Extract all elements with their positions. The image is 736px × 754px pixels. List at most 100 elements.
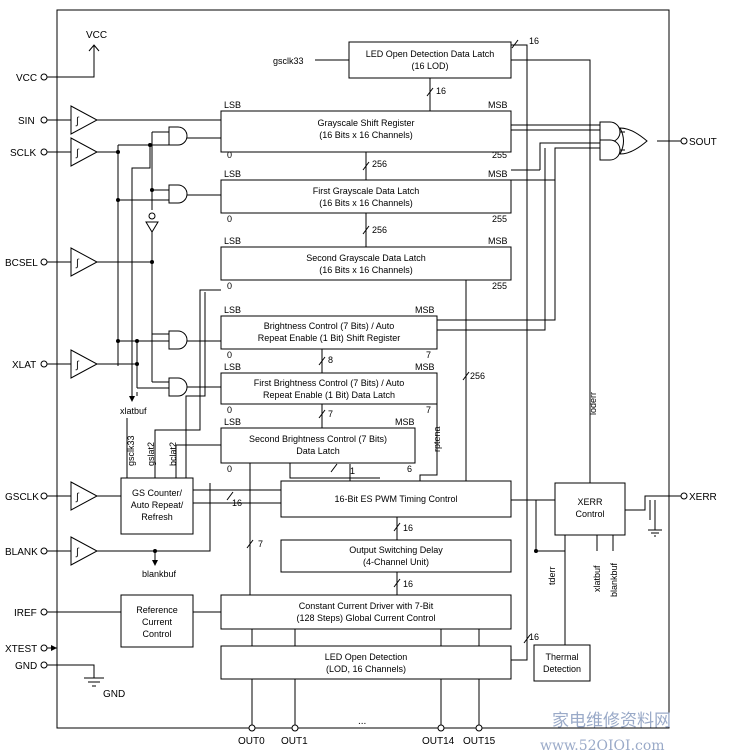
svg-text:∫: ∫ — [75, 547, 80, 558]
svg-text:MSB: MSB — [415, 305, 435, 315]
gs-latch1-block — [220, 179, 512, 214]
svg-text:BLANK: BLANK — [5, 547, 38, 558]
bc-latch1-block — [220, 372, 438, 405]
svg-text:256: 256 — [470, 371, 485, 381]
signal-labels: gsclk33 xlatbuf blankbuf gsclk33 gslat2 … — [120, 56, 619, 597]
svg-text:www.52OIOI.com: www.52OIOI.com — [540, 738, 665, 754]
gs-latch2-block — [220, 246, 512, 281]
svg-text:blankbuf: blankbuf — [609, 562, 619, 597]
svg-text:∫: ∫ — [75, 116, 80, 127]
svg-text:16: 16 — [232, 498, 242, 508]
svg-text:Second Grayscale Data Latch: Second Grayscale Data Latch — [306, 253, 426, 263]
thermal-block — [533, 644, 591, 682]
svg-text:MSB: MSB — [488, 100, 508, 110]
svg-text:LED Open Detection: LED Open Detection — [325, 652, 408, 662]
and-gate-bc-latch — [168, 377, 188, 397]
svg-text:gsclk33: gsclk33 — [273, 56, 304, 66]
and-gate-sout-1 — [599, 121, 621, 143]
bus-width-labels: 16 16 256 256 8 7 256 16 7 16 16 16 1 — [232, 36, 539, 642]
svg-text:(128 Steps) Global Current Con: (128 Steps) Global Current Control — [296, 613, 435, 623]
ref-block — [120, 594, 194, 648]
and-gate-sout-2 — [599, 139, 621, 161]
svg-text:rptena: rptena — [432, 426, 442, 452]
schmitt-buffers: ∫ ∫ ∫ ∫ ∫ ∫ — [70, 105, 99, 566]
gsclk-buffer: ∫ — [70, 481, 99, 511]
svg-text:256: 256 — [372, 225, 387, 235]
and-gate-gs-latch — [168, 184, 188, 204]
svg-text:16: 16 — [436, 86, 446, 96]
svg-text:0: 0 — [227, 464, 232, 474]
svg-text:0: 0 — [227, 405, 232, 415]
svg-text:loderr: loderr — [588, 392, 598, 415]
svg-text:OUT14: OUT14 — [422, 736, 455, 747]
svg-text:(16 LOD): (16 LOD) — [411, 61, 448, 71]
blankbuf-arrow — [152, 560, 158, 566]
watermark: 家电维修资料网 www.52OIOI.com — [540, 711, 671, 754]
svg-text:LSB: LSB — [224, 100, 241, 110]
svg-text:XERR: XERR — [577, 497, 603, 507]
svg-text:Current: Current — [142, 617, 173, 627]
svg-text:LSB: LSB — [224, 169, 241, 179]
junction-dots — [116, 143, 538, 553]
svg-text:GND: GND — [15, 661, 37, 672]
inverter-bubble — [148, 212, 156, 220]
bcsel-inverter — [145, 221, 159, 233]
svg-text:8: 8 — [328, 355, 333, 365]
svg-text:Reference: Reference — [136, 605, 178, 615]
xtest-arrow — [51, 645, 57, 651]
svg-text:LSB: LSB — [224, 417, 241, 427]
svg-text:bclat2: bclat2 — [168, 442, 178, 466]
svg-text:(4-Channel Unit): (4-Channel Unit) — [363, 557, 429, 567]
svg-text:16-Bit ES PWM Timing Control: 16-Bit ES PWM Timing Control — [334, 494, 457, 504]
svg-text:Refresh: Refresh — [141, 512, 173, 522]
svg-text:Constant Current Driver with 7: Constant Current Driver with 7-Bit — [299, 601, 434, 611]
svg-text:家电维修资料网: 家电维修资料网 — [552, 711, 671, 731]
svg-text:SCLK: SCLK — [10, 148, 36, 159]
svg-text:7: 7 — [426, 405, 431, 415]
bcsel-buffer: ∫ — [70, 247, 99, 277]
svg-text:0: 0 — [227, 150, 232, 160]
xlat-buffer: ∫ — [70, 349, 99, 379]
svg-text:1: 1 — [350, 466, 355, 476]
svg-text:∫: ∫ — [75, 258, 80, 269]
svg-text:BCSEL: BCSEL — [5, 258, 38, 269]
svg-text:Control: Control — [575, 509, 604, 519]
svg-text:Detection: Detection — [543, 664, 581, 674]
blank-buffer: ∫ — [70, 536, 99, 566]
svg-text:VCC: VCC — [86, 30, 107, 41]
svg-text:16: 16 — [403, 579, 413, 589]
bc-latch2-block — [220, 427, 416, 464]
gs-shift-block — [220, 110, 512, 153]
svg-text:MSB: MSB — [415, 362, 435, 372]
xlatbuf-arrow — [129, 396, 135, 402]
and-gate-gs-shift — [168, 126, 188, 146]
pwm-block — [280, 480, 512, 518]
register-bit-labels: LSB MSB 0 255 LSB MSB 0 255 LSB MSB 0 25… — [224, 100, 508, 474]
sclk-buffer: ∫ — [70, 137, 99, 167]
svg-text:Second Brightness Control (7 B: Second Brightness Control (7 Bits) — [249, 434, 387, 444]
svg-text:(16 Bits x 16 Channels): (16 Bits x 16 Channels) — [319, 130, 413, 140]
svg-text:Grayscale Shift Register: Grayscale Shift Register — [317, 118, 414, 128]
lod-latch-block — [348, 41, 512, 79]
svg-text:gslat2: gslat2 — [146, 442, 156, 466]
svg-text:XLAT: XLAT — [12, 360, 36, 371]
svg-text:(LOD, 16 Channels): (LOD, 16 Channels) — [326, 664, 406, 674]
svg-text:0: 0 — [227, 214, 232, 224]
svg-text:Auto Repeat/: Auto Repeat/ — [131, 500, 184, 510]
pin-labels: VCC VCC SIN SCLK BCSEL XLAT GSCLK BLANK … — [5, 30, 717, 747]
svg-text:LED Open Detection Data Latch: LED Open Detection Data Latch — [366, 49, 495, 59]
svg-text:∫: ∫ — [75, 148, 80, 159]
gs-counter-block — [120, 477, 194, 535]
svg-text:LSB: LSB — [224, 305, 241, 315]
svg-text:(16 Bits x 16 Channels): (16 Bits x 16 Channels) — [319, 198, 413, 208]
ccd-block — [220, 594, 512, 630]
svg-text:16: 16 — [529, 36, 539, 46]
svg-text:0: 0 — [227, 350, 232, 360]
svg-text:7: 7 — [426, 350, 431, 360]
svg-text:(16 Bits x 16 Channels): (16 Bits x 16 Channels) — [319, 265, 413, 275]
svg-text:7: 7 — [258, 539, 263, 549]
svg-text:OUT1: OUT1 — [281, 736, 308, 747]
svg-text:OUT15: OUT15 — [463, 736, 496, 747]
svg-text:XTEST: XTEST — [5, 644, 37, 655]
